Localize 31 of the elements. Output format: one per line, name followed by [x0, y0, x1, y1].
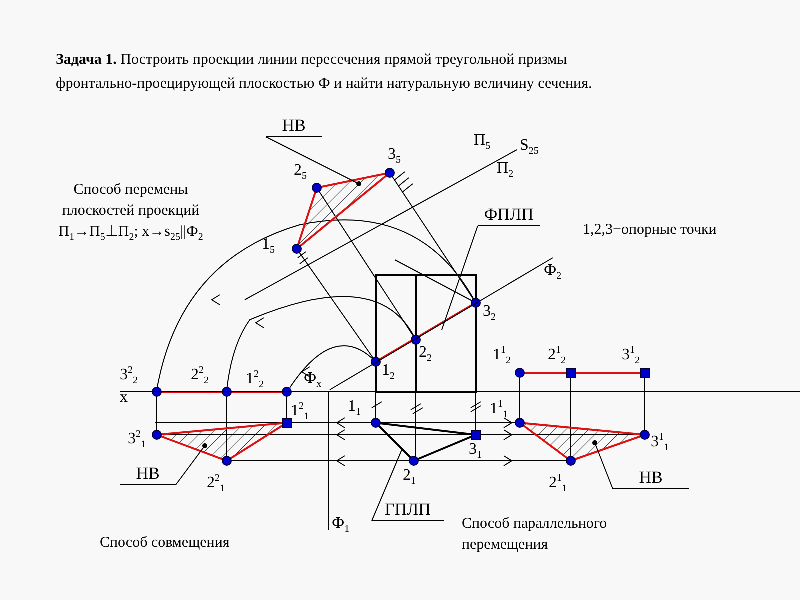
point-label: S$_{25}$	[520, 137, 539, 160]
note: 1,2,3−опорные точки	[583, 221, 717, 239]
method-caption: Способ совмещения	[100, 534, 231, 553]
point-label: 1$_{1}$	[348, 398, 361, 420]
point-label: 2$_{2}$	[419, 344, 432, 366]
point-label: 2$_{1}$	[403, 467, 416, 490]
point-label: П$_{5}$	[474, 132, 491, 154]
point-label: x	[120, 389, 128, 407]
point-label: Ф$_{2}$	[544, 262, 562, 284]
point-label: 1$_{5}$	[262, 236, 275, 258]
point-label: Ф$_{x}$	[304, 370, 322, 392]
point-label: 2$_{5}$	[294, 162, 307, 184]
leader-text: НВ	[613, 468, 689, 489]
method-caption: Способ параллельного перемещения	[462, 515, 608, 555]
leader-text: ФПЛП	[478, 205, 540, 226]
leader-line	[442, 226, 478, 330]
leader-line	[372, 450, 402, 522]
leader-line	[266, 136, 362, 186]
method-caption: Способ перемены плоскостей проекций П$_{1}$→П$_{5}$⊥П$_{2}$; x→s$_{25}$||Ф$_{2}$	[58, 181, 204, 245]
leader-line	[592, 440, 614, 490]
leader-text: ГПЛП	[372, 500, 444, 521]
point-label: П$_{2}$	[497, 160, 514, 182]
point-label: 3$_{5}$	[388, 146, 401, 168]
leader-text: НВ	[120, 464, 176, 485]
leader-text: НВ	[266, 116, 322, 137]
point-label: 3$_{1}$	[469, 441, 482, 464]
task-statement: Задача 1. Построить проекции линии пересечения прямой треугольной призмы фронтально-проецирующей плоскостью Ф и найти натуральную величину сечения.	[56, 51, 594, 94]
leader-line	[176, 444, 208, 486]
point-label: 1$_{2}$	[382, 362, 395, 384]
point-label: 3$_{2}$	[483, 303, 496, 326]
point-label: Ф$_{1}$	[332, 515, 350, 538]
